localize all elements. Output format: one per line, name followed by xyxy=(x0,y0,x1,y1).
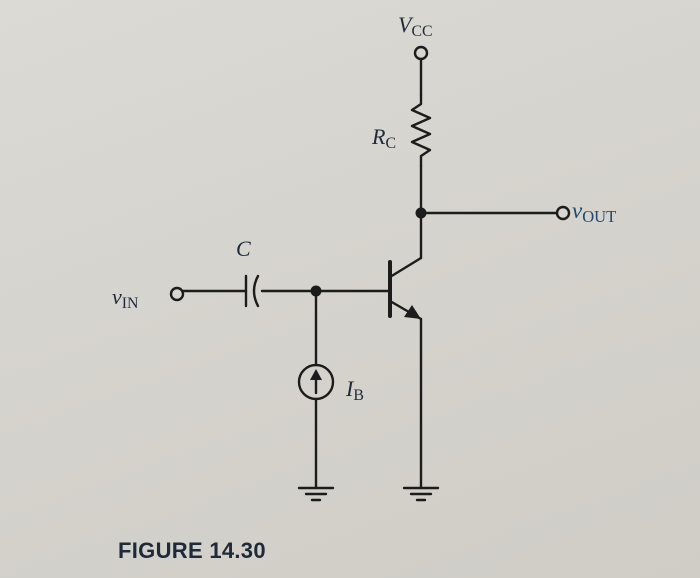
vout-terminal xyxy=(555,205,571,221)
capacitor-plate-curved xyxy=(252,274,260,308)
vin-label: vIN xyxy=(112,284,139,312)
vout-label: vOUT xyxy=(572,198,617,227)
transistor-collector-leg xyxy=(388,256,423,279)
base-node-dot xyxy=(310,285,322,297)
vcc-terminal xyxy=(413,45,429,61)
ib-label: IB xyxy=(346,376,364,404)
emitter-arrow xyxy=(404,305,421,319)
vin-terminal xyxy=(169,286,185,302)
vcc-label: VCC xyxy=(398,12,433,40)
resistor-rc xyxy=(410,93,432,168)
current-source-arrowhead xyxy=(310,369,322,380)
output-node-dot xyxy=(415,207,427,219)
figure-caption: FIGURE 14.30 xyxy=(118,538,266,563)
capacitor-label: C xyxy=(236,236,251,261)
rc-label: RC xyxy=(372,124,397,152)
